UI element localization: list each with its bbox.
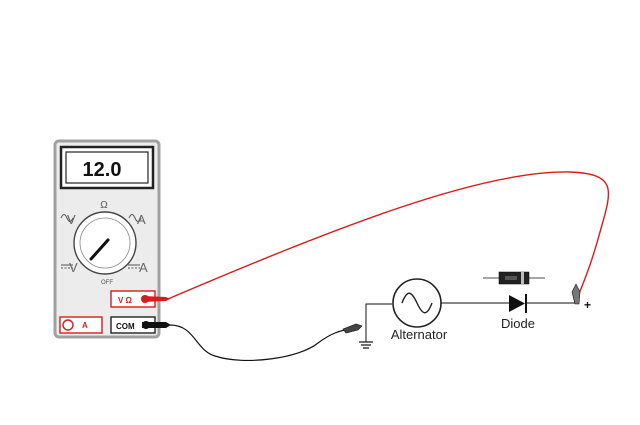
black-test-lead[interactable]	[142, 322, 363, 361]
red-test-lead[interactable]	[142, 171, 610, 302]
amp-jack[interactable]	[59, 316, 103, 334]
red-alligator-clip	[571, 283, 581, 305]
dial-pointer	[89, 238, 110, 261]
volt-ohm-jack-label: V Ω	[118, 296, 133, 305]
black-probe-plug	[142, 322, 171, 328]
dial-off-label: OFF	[101, 280, 113, 286]
positive-terminal-label: +	[584, 298, 591, 312]
ground-symbol	[359, 327, 373, 349]
dial-ac-volts-label: V	[67, 212, 76, 227]
multimeter: 12.0 Ω V A V A OFF V Ω A COM	[53, 139, 161, 339]
dial-ac-amps-label: A	[137, 212, 146, 227]
com-jack-label: COM	[116, 322, 135, 331]
diode-component-marking	[505, 276, 517, 280]
diode-label: Diode	[501, 316, 535, 331]
black-lead-wire	[169, 324, 353, 361]
ac-wave-icon	[60, 214, 74, 222]
ac-source-wave-icon	[401, 292, 433, 314]
ac-wave-icon	[128, 214, 142, 222]
alternator-label: Alternator	[391, 327, 448, 342]
red-probe-plug	[142, 296, 170, 302]
dial-ohm-label: Ω	[100, 200, 108, 211]
diode: Diode	[483, 271, 545, 331]
alternator: Alternator	[391, 278, 448, 342]
circuit-wire	[365, 303, 392, 327]
diode-component-band	[521, 272, 524, 284]
black-alligator-clip	[342, 323, 363, 334]
dial-dc-volts-label: V	[69, 260, 78, 275]
meter-display-reading: 12.0	[83, 159, 122, 181]
meter-display-inner	[65, 151, 149, 184]
red-lead-wire	[167, 171, 610, 300]
amp-socket-icon	[62, 319, 74, 331]
diode-triangle-icon	[509, 295, 525, 312]
dial-dc-amps-label: A	[139, 260, 148, 275]
rotary-selector[interactable]	[73, 211, 137, 275]
amp-jack-label: A	[82, 321, 88, 330]
